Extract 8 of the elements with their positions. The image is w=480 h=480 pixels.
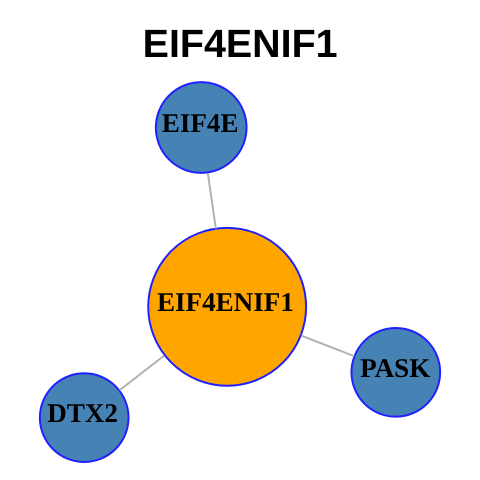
node-circle: PASK <box>350 326 442 418</box>
diagram-title: EIF4ENIF1 <box>142 22 338 66</box>
node-circle: DTX2 <box>38 372 130 463</box>
node-circle: EIF4E <box>154 81 248 174</box>
connector <box>118 354 165 391</box>
connector <box>300 334 354 358</box>
node-circle: EIF4ENIF1 <box>147 226 308 387</box>
connector <box>206 173 217 229</box>
